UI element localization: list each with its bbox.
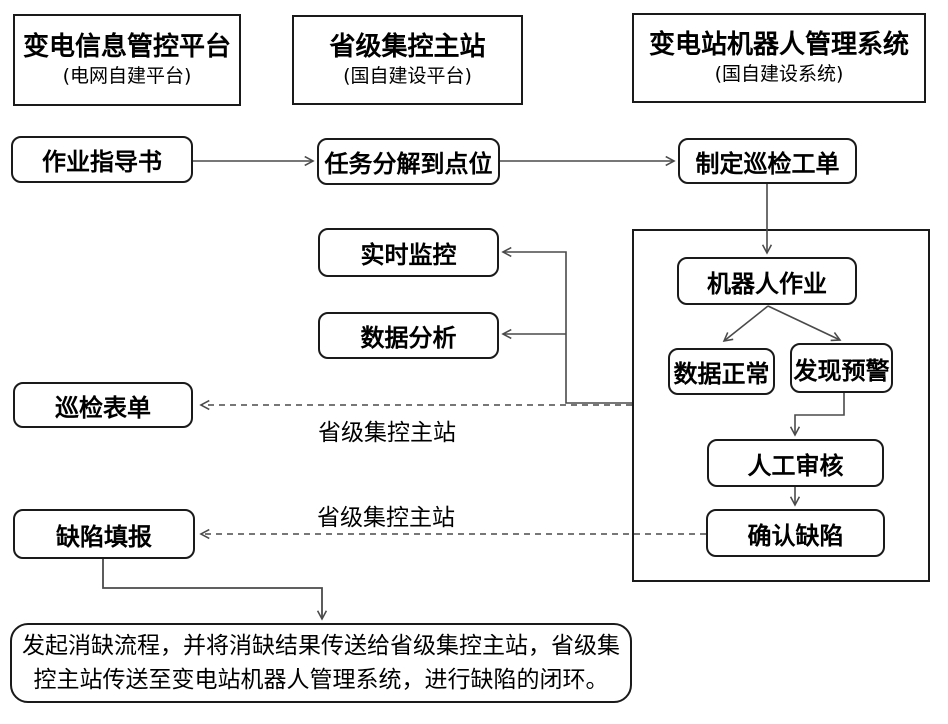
node-work-guide: 作业指导书 xyxy=(11,136,193,183)
header-title: 省级集控主站 xyxy=(329,31,486,62)
header-subtitle: (电网自建平台) xyxy=(62,65,192,88)
header-title: 变电站机器人管理系统 xyxy=(648,29,909,60)
header-subtitle: (国自建设平台) xyxy=(343,65,472,88)
header-title: 变电信息管控平台 xyxy=(22,31,231,62)
node-manual-review: 人工审核 xyxy=(707,439,884,487)
node-create-workorder: 制定巡检工单 xyxy=(678,138,857,184)
node-confirm-defect: 确认缺陷 xyxy=(706,509,885,557)
header-provincial-control-station: 省级集控主站 (国自建设平台) xyxy=(292,15,523,105)
edge-robot-to-alert xyxy=(767,305,842,342)
edge-label-provincial-station-1: 省级集控主站 xyxy=(318,420,456,446)
footer-note-text: 发起消缺流程，并将消缺结果传送给省级集控主站，省级集控主站传送至变电站机器人管理… xyxy=(22,633,620,693)
edge-defectreport-to-footer xyxy=(102,559,328,621)
header-substation-info-platform: 变电信息管控平台 (电网自建平台) xyxy=(13,14,241,106)
node-task-decompose: 任务分解到点位 xyxy=(317,138,500,185)
node-defect-report: 缺陷填报 xyxy=(13,509,195,559)
edge-robot-to-datanormal xyxy=(722,305,769,343)
node-data-normal: 数据正常 xyxy=(668,348,775,395)
edge-groupbox-to-monitor xyxy=(501,246,632,404)
node-inspection-form: 巡检表单 xyxy=(13,382,193,428)
node-realtime-monitor: 实时监控 xyxy=(318,228,499,277)
header-subtitle: (国自建设系统) xyxy=(714,63,844,86)
robot-system-group-box xyxy=(632,229,930,582)
edge-alert-to-review xyxy=(789,393,845,437)
edge-label-provincial-station-2: 省级集控主站 xyxy=(317,505,455,531)
node-alert-found: 发现预警 xyxy=(790,343,893,393)
node-data-analysis: 数据分析 xyxy=(318,312,499,359)
node-robot-operation: 机器人作业 xyxy=(677,257,857,305)
footer-note-box: 发起消缺流程，并将消缺结果传送给省级集控主站，省级集控主站传送至变电站机器人管理… xyxy=(10,623,632,703)
header-robot-management-system: 变电站机器人管理系统 (国自建设系统) xyxy=(632,13,926,103)
